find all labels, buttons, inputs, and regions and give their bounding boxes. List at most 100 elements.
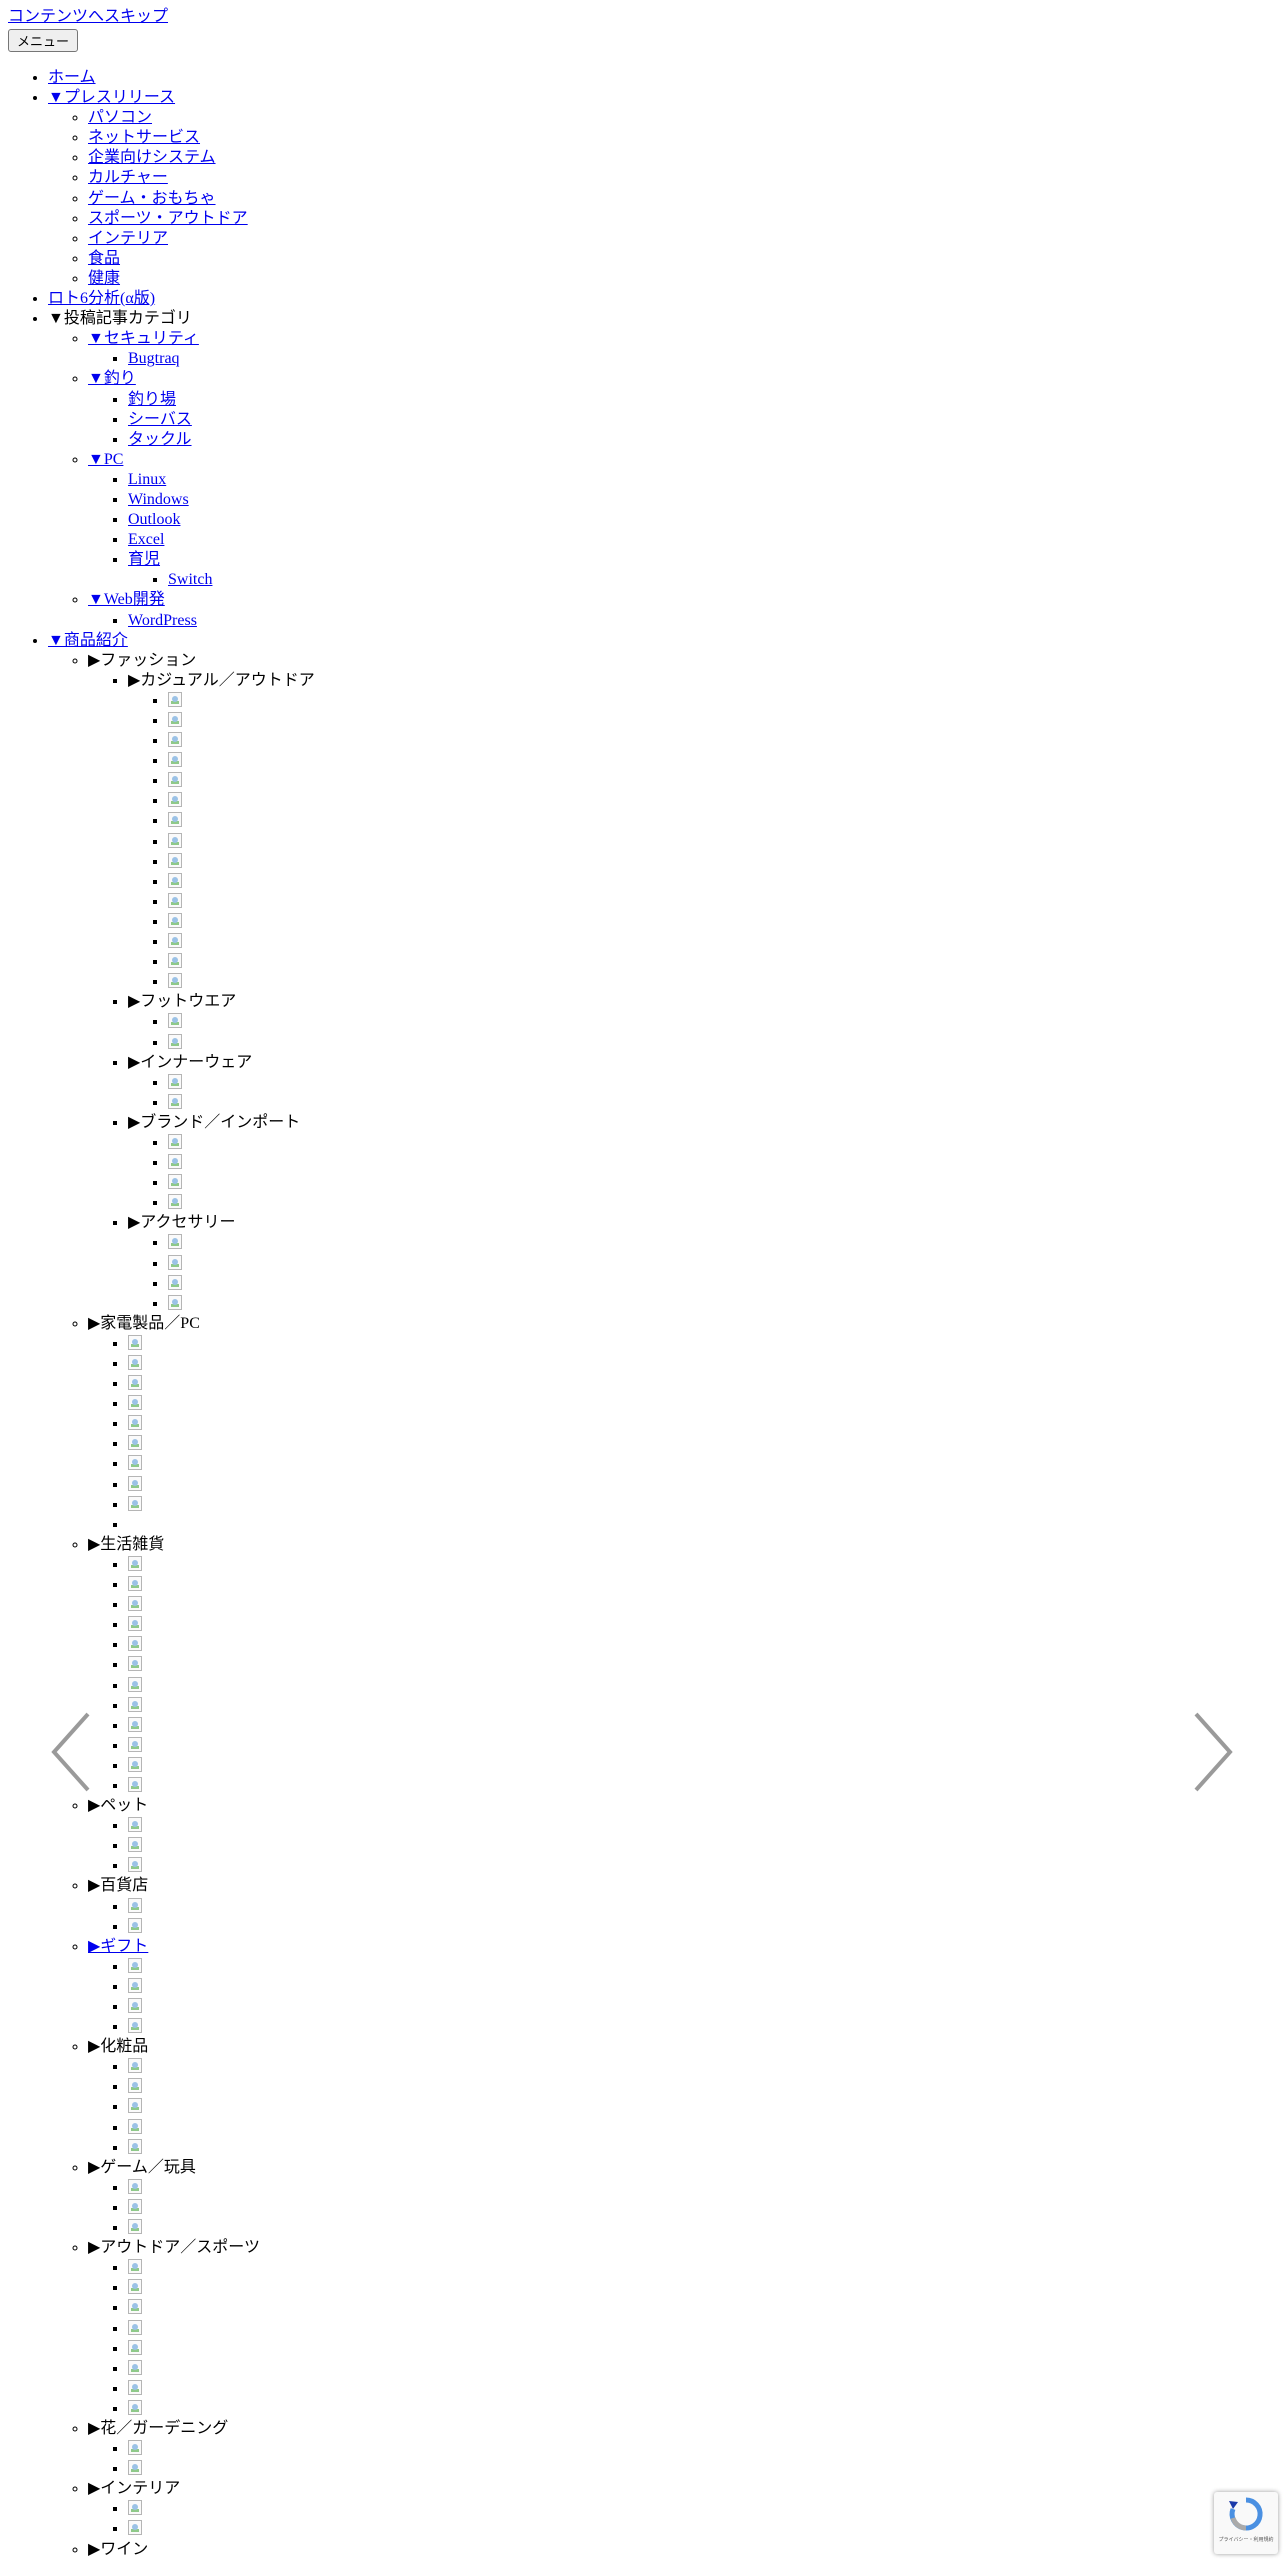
- product-image-link[interactable]: [128, 1776, 142, 1794]
- category-link[interactable]: Switch: [168, 571, 213, 589]
- category-link-childcare[interactable]: 育児: [128, 551, 161, 569]
- group-label-daily[interactable]: ▶生活雑貨: [88, 1535, 165, 1553]
- product-image-link[interactable]: [128, 1817, 142, 1834]
- group-label-interior[interactable]: ▶インテリア: [88, 2480, 181, 2498]
- press-link[interactable]: 健康: [88, 269, 121, 287]
- group-label-fashion[interactable]: ▶ファッション: [88, 651, 197, 669]
- product-image-link[interactable]: [128, 1696, 142, 1714]
- product-image-link[interactable]: [128, 2138, 142, 2156]
- press-link[interactable]: カルチャー: [88, 169, 168, 187]
- product-image-link[interactable]: [168, 1254, 182, 1272]
- group-label-innerwear[interactable]: ▶インナーウェア: [128, 1053, 253, 1071]
- nav-link-home[interactable]: ホーム: [48, 69, 96, 86]
- product-image-link[interactable]: [128, 2319, 142, 2337]
- product-image-link[interactable]: [168, 1174, 182, 1191]
- category-link[interactable]: 釣り場: [128, 390, 177, 408]
- nav-link-products[interactable]: ▼商品紹介: [48, 631, 128, 649]
- group-label-cosmetics[interactable]: ▶化粧品: [88, 2038, 149, 2056]
- product-image-link[interactable]: [168, 1033, 182, 1051]
- product-image-link[interactable]: [128, 2198, 142, 2216]
- product-image-link[interactable]: [128, 2379, 142, 2397]
- product-image-link[interactable]: [168, 732, 182, 749]
- press-link[interactable]: パソコン: [88, 109, 153, 127]
- category-link[interactable]: タックル: [128, 430, 192, 448]
- product-image-link[interactable]: [128, 1435, 142, 1452]
- product-image-link[interactable]: [168, 812, 182, 829]
- product-image-link[interactable]: [128, 2178, 142, 2196]
- product-image-link[interactable]: [168, 953, 182, 970]
- category-link-pc[interactable]: ▼PC: [88, 450, 124, 468]
- product-image-link[interactable]: [168, 1093, 182, 1111]
- menu-button[interactable]: メニュー: [8, 29, 79, 52]
- product-image-link[interactable]: [128, 1998, 142, 2015]
- product-image-link[interactable]: [128, 1375, 142, 1392]
- product-image-link[interactable]: [128, 1917, 142, 1935]
- product-image-link[interactable]: [168, 1274, 182, 1292]
- product-image-link[interactable]: [128, 2339, 142, 2357]
- nav-link-loto[interactable]: ロト6分析(α版): [48, 290, 156, 308]
- product-image-link[interactable]: [128, 1837, 142, 1854]
- group-label-pet[interactable]: ▶ペット: [88, 1797, 149, 1815]
- category-link-web[interactable]: ▼Web開発: [88, 591, 165, 609]
- press-link[interactable]: ネットサービス: [88, 129, 201, 147]
- group-label-brand[interactable]: ▶ブランド／インポート: [128, 1113, 301, 1131]
- group-label-garden[interactable]: ▶花／ガーデニング: [88, 2419, 229, 2437]
- product-image-link[interactable]: [128, 1977, 142, 1995]
- product-image-link[interactable]: [128, 1957, 142, 1975]
- press-link[interactable]: 食品: [88, 249, 121, 267]
- product-image-link[interactable]: [168, 752, 182, 769]
- group-link-gift[interactable]: ▶ギフト: [88, 1937, 149, 1955]
- product-image-link[interactable]: [128, 1756, 142, 1774]
- product-image-link[interactable]: [128, 2098, 142, 2115]
- product-image-link[interactable]: [128, 2279, 142, 2296]
- product-image-link[interactable]: [168, 712, 182, 729]
- product-image-link[interactable]: [128, 1636, 142, 1653]
- product-image-link[interactable]: [168, 1073, 182, 1091]
- press-link[interactable]: スポーツ・アウトドア: [88, 209, 248, 227]
- category-link[interactable]: Excel: [128, 531, 165, 549]
- product-image-link[interactable]: [168, 1154, 182, 1171]
- group-label-casual[interactable]: ▶カジュアル／アウトドア: [128, 671, 315, 689]
- product-image-link[interactable]: [128, 2460, 142, 2477]
- category-link[interactable]: Bugtraq: [128, 350, 180, 368]
- chevron-right-icon[interactable]: [1188, 1710, 1236, 1794]
- product-image-link[interactable]: [168, 852, 182, 870]
- product-image-link[interactable]: [128, 2078, 142, 2095]
- product-image-link[interactable]: [168, 872, 182, 890]
- product-image-link[interactable]: [168, 1234, 182, 1251]
- product-image-link[interactable]: [128, 2259, 142, 2276]
- product-image-link[interactable]: [168, 1194, 182, 1211]
- product-image-link[interactable]: [128, 1555, 142, 1573]
- category-link-security[interactable]: ▼セキュリティ: [88, 330, 199, 348]
- category-link[interactable]: Outlook: [128, 511, 181, 529]
- product-image-link[interactable]: [128, 2299, 142, 2316]
- product-image-link[interactable]: [128, 1596, 142, 1613]
- category-link[interactable]: Linux: [128, 470, 167, 488]
- product-image-link[interactable]: [168, 1013, 182, 1030]
- chevron-left-icon[interactable]: [48, 1710, 96, 1794]
- category-link[interactable]: シーバス: [128, 410, 192, 428]
- group-label-dept[interactable]: ▶百貨店: [88, 1877, 149, 1895]
- product-image-link[interactable]: [168, 792, 182, 809]
- skip-to-content-link[interactable]: コンテンツへスキップ: [8, 8, 169, 25]
- press-link[interactable]: インテリア: [88, 229, 169, 247]
- product-image-link[interactable]: [128, 1616, 142, 1633]
- product-image-link[interactable]: [128, 1576, 142, 1593]
- category-link[interactable]: WordPress: [128, 611, 197, 629]
- nav-link-press[interactable]: ▼プレスリリース: [48, 89, 176, 107]
- product-image-link[interactable]: [168, 973, 182, 990]
- product-image-link[interactable]: [128, 1415, 142, 1432]
- product-image-link[interactable]: [128, 1676, 142, 1694]
- product-image-link[interactable]: [128, 2359, 142, 2377]
- product-image-link[interactable]: [128, 1395, 142, 1412]
- product-image-link[interactable]: [128, 2219, 142, 2236]
- product-image-link[interactable]: [168, 933, 182, 950]
- recaptcha-badge[interactable]: プライバシー・利用規約: [1214, 2492, 1278, 2554]
- product-image-link[interactable]: [128, 1857, 142, 1874]
- group-label-accessory[interactable]: ▶アクセサリー: [128, 1214, 236, 1232]
- group-label-appliances[interactable]: ▶家電製品／PC: [88, 1314, 200, 1332]
- product-image-link[interactable]: [168, 832, 182, 850]
- group-label-wine[interactable]: ▶ワイン: [88, 2540, 149, 2558]
- category-link-fishing[interactable]: ▼釣り: [88, 370, 136, 388]
- group-label-footwear[interactable]: ▶フットウエア: [128, 993, 237, 1011]
